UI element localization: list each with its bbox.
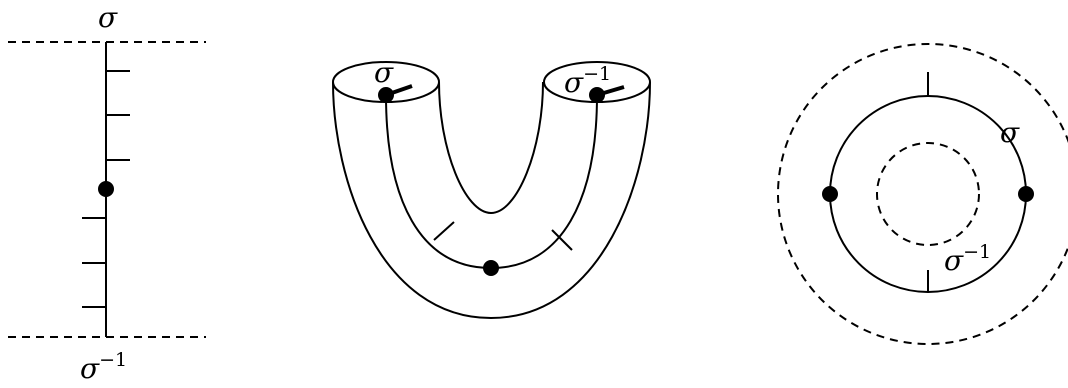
- annulus-middle-circle: [830, 96, 1026, 292]
- strip-marked-point: [98, 181, 114, 197]
- pants-inner-wall: [439, 82, 543, 213]
- pants-tick-left: [434, 222, 454, 240]
- pants-outer-wall: [333, 82, 650, 318]
- annulus-inner-boundary: [877, 143, 979, 245]
- annulus-left-point: [822, 186, 838, 202]
- annulus-panel: σ σ−1: [778, 44, 1068, 344]
- annulus-inner-label-base: σ: [944, 244, 964, 277]
- annulus-right-point: [1018, 186, 1034, 202]
- strip-ticks-lower: [82, 218, 106, 307]
- pants-left-label: σ: [374, 56, 394, 89]
- pants-bottom-point: [483, 260, 499, 276]
- annulus-inner-label: σ−1: [944, 241, 991, 277]
- pants-right-point: [589, 87, 605, 103]
- pants-right-label-base: σ: [564, 66, 584, 99]
- pants-panel: σ σ−1: [333, 56, 650, 318]
- pants-right-label-exponent: −1: [583, 63, 611, 85]
- strip-panel: σ σ−1: [8, 1, 206, 385]
- strip-bottom-label-exponent: −1: [99, 349, 127, 371]
- pants-left-point: [378, 87, 394, 103]
- strip-top-label: σ: [98, 1, 118, 34]
- strip-bottom-label: σ−1: [80, 349, 127, 385]
- annulus-inner-label-exponent: −1: [963, 241, 991, 263]
- strip-ticks-upper: [106, 71, 130, 160]
- strip-bottom-label-base: σ: [80, 352, 100, 385]
- annulus-outer-label: σ: [1000, 116, 1020, 149]
